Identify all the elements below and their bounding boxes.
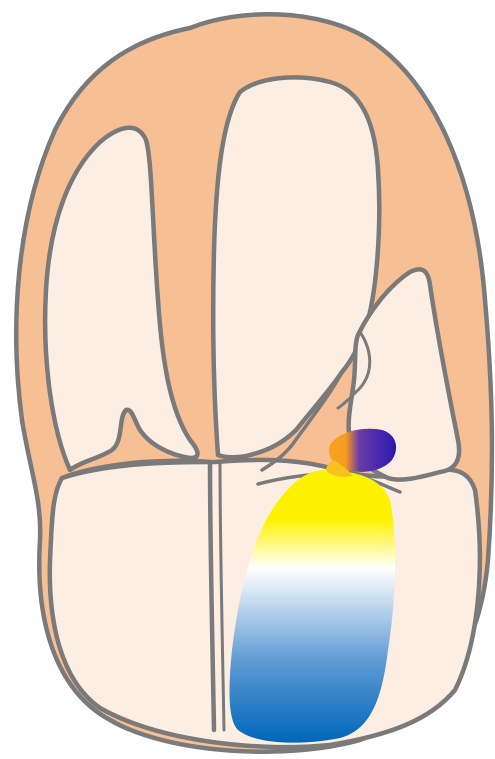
tooth-diagram bbox=[0, 0, 495, 759]
diagram-container bbox=[0, 0, 495, 759]
